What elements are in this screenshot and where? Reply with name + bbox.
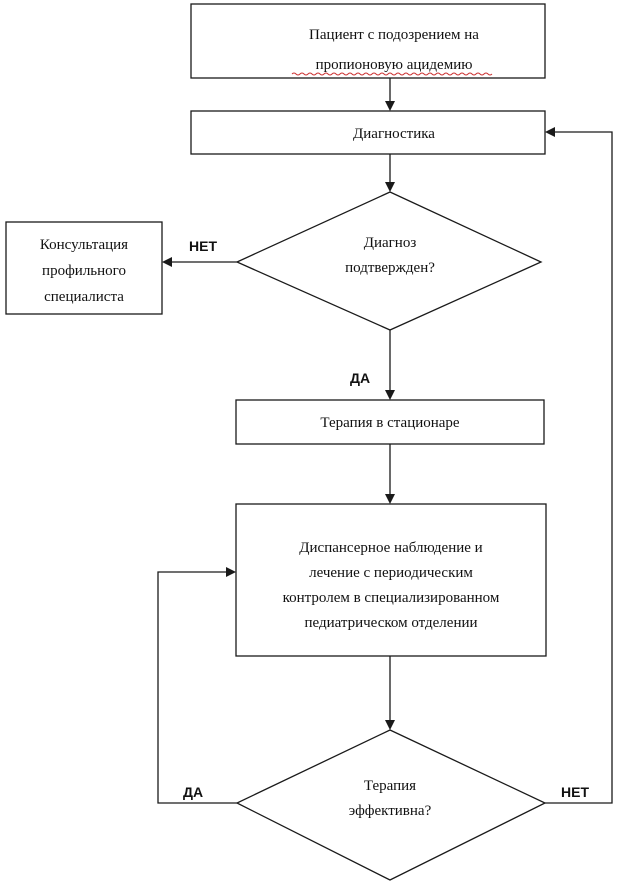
arrow-diagnostics-to-decision — [385, 154, 395, 192]
followup-line-3: контролем в специализированном — [283, 590, 500, 606]
arrow-decision-yes-to-therapy — [385, 330, 395, 400]
followup-line-4: педиатрическом отделении — [304, 615, 477, 631]
effective-no-label: НЕТ — [561, 784, 589, 800]
diagnosis-decision-line-1: Диагноз — [364, 235, 417, 251]
consultation-node: Консультация профильного специалиста — [5, 221, 163, 315]
consultation-line-1: Консультация — [40, 237, 128, 253]
arrow-followup-to-effectiveness — [385, 656, 395, 730]
start-node-line-1: Пациент с подозрением на — [309, 27, 479, 43]
diagnosis-no-label: НЕТ — [189, 238, 217, 254]
arrow-therapy-to-followup — [385, 444, 395, 504]
diagnostics-node: Диагностика — [190, 110, 546, 155]
consultation-line-3: специалиста — [44, 289, 124, 305]
effectiveness-decision-line-2: эффективна? — [349, 803, 432, 819]
start-node-line-2: пропионовую ацидемию — [316, 57, 473, 73]
diagnosis-decision-line-2: подтвержден? — [345, 260, 435, 276]
consultation-line-2: профильного — [42, 263, 126, 279]
spellcheck-underline — [291, 72, 493, 76]
followup-node: Диспансерное наблюдение и лечение с пери… — [235, 503, 547, 657]
effectiveness-decision-node: Терапия эффективна? — [235, 729, 547, 881]
arrow-effective-yes-loop — [157, 567, 237, 804]
followup-line-2: лечение с периодическим — [309, 565, 473, 581]
effective-yes-label: ДА — [183, 784, 203, 800]
arrow-effective-no-loop — [545, 127, 613, 804]
diagnosis-yes-label: ДА — [350, 370, 370, 386]
inpatient-therapy-label: Терапия в стационаре — [320, 415, 460, 431]
effectiveness-decision-line-1: Терапия — [364, 778, 416, 794]
followup-line-1: Диспансерное наблюдение и — [299, 540, 482, 556]
arrow-start-to-diagnostics — [385, 78, 395, 111]
diagnosis-decision-node: Диагноз подтвержден? — [235, 191, 543, 331]
arrow-decision-no-to-consultation — [162, 257, 237, 267]
diagnostics-label: Диагностика — [353, 126, 435, 142]
start-node: Пациент с подозрением на пропионовую аци… — [190, 3, 546, 79]
inpatient-therapy-node: Терапия в стационаре — [235, 399, 545, 445]
